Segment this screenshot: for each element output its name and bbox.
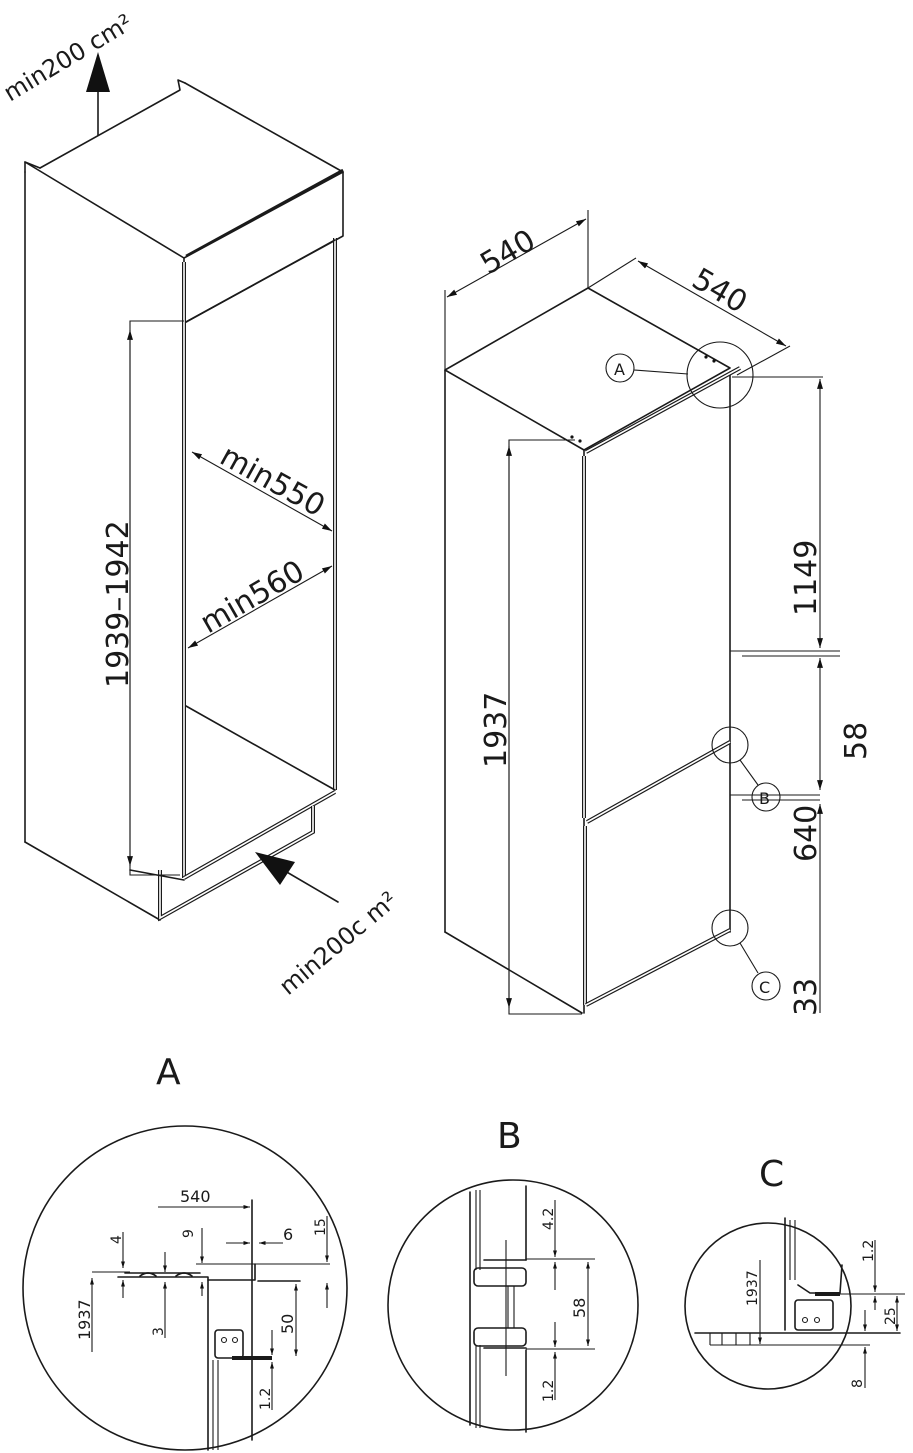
base-label: 33: [789, 978, 824, 1016]
detail-a-title: A: [156, 1052, 181, 1093]
bottom-vent-arrow: [255, 852, 339, 903]
detail-c-d25: 25: [883, 1307, 899, 1325]
detail-a-d4: 4: [109, 1235, 125, 1244]
cabinet-top: [24, 79, 344, 323]
gap-label: 58: [839, 722, 874, 760]
appliance-height-segments: [730, 376, 840, 1013]
callout-c-marker: [711, 909, 781, 1001]
detail-c-height: 1937: [745, 1270, 761, 1306]
depth-dimension-line: [191, 451, 333, 532]
top-vent-label: min200 cm²: [0, 9, 137, 108]
detail-a-d50: 50: [278, 1314, 297, 1334]
detail-a-width: 540: [180, 1187, 211, 1206]
cabinet-depth-label: min550: [214, 438, 331, 524]
detail-a: A 540 4 9 6 15: [22, 1052, 348, 1451]
appliance-depth-dimension: [444, 210, 589, 370]
detail-a-height: 1937: [75, 1299, 94, 1340]
detail-b-d58: 58: [570, 1298, 589, 1318]
appliance-height-dimension: [506, 439, 582, 1015]
width-dimension-line: [187, 565, 333, 649]
detail-b-d12: 1.2: [541, 1380, 557, 1402]
detail-a-d9: 9: [181, 1229, 197, 1238]
cabinet-height-label: 1939–1942: [101, 520, 136, 688]
detail-c: C 1937 1.2 25 8: [684, 1154, 905, 1390]
cabinet-drawing: min200 cm²: [0, 9, 403, 1001]
cabinet-width-label: min560: [195, 554, 311, 641]
detail-a-d15: 15: [313, 1218, 329, 1236]
callout-b-marker: [711, 726, 781, 812]
appliance-drawing: 540 540 A: [444, 210, 874, 1016]
appliance-height-label: 1937: [479, 692, 514, 768]
appliance-body: [444, 287, 741, 1014]
detail-a-d6: 6: [283, 1225, 293, 1244]
callout-a-marker: [605, 341, 754, 409]
detail-b: B 4.2 58 1.2: [387, 1116, 639, 1433]
detail-b-d42: 4.2: [541, 1208, 557, 1230]
detail-c-d8: 8: [850, 1379, 866, 1388]
detail-c-title: C: [759, 1154, 784, 1195]
callout-b-label: B: [759, 789, 770, 808]
detail-a-d12: 1.2: [258, 1388, 274, 1410]
detail-c-d12: 1.2: [861, 1240, 877, 1262]
callout-c-label: C: [759, 978, 770, 997]
detail-b-title: B: [497, 1116, 522, 1157]
appliance-width-label: 540: [686, 262, 753, 321]
top-vent-arrow: [86, 52, 110, 136]
cabinet-height-dimension: [127, 320, 184, 876]
bottom-vent-label: min200c m²: [274, 886, 403, 1001]
appliance-depth-label: 540: [475, 223, 542, 282]
cabinet-side: [24, 171, 161, 921]
upper-door-label: 1149: [789, 540, 824, 616]
detail-a-d3: 3: [151, 1327, 167, 1336]
cabinet-front: [129, 238, 337, 922]
appliance-width-dimension: [587, 257, 791, 376]
lower-door-label: 640: [789, 805, 824, 862]
callout-a-label: A: [614, 360, 625, 379]
